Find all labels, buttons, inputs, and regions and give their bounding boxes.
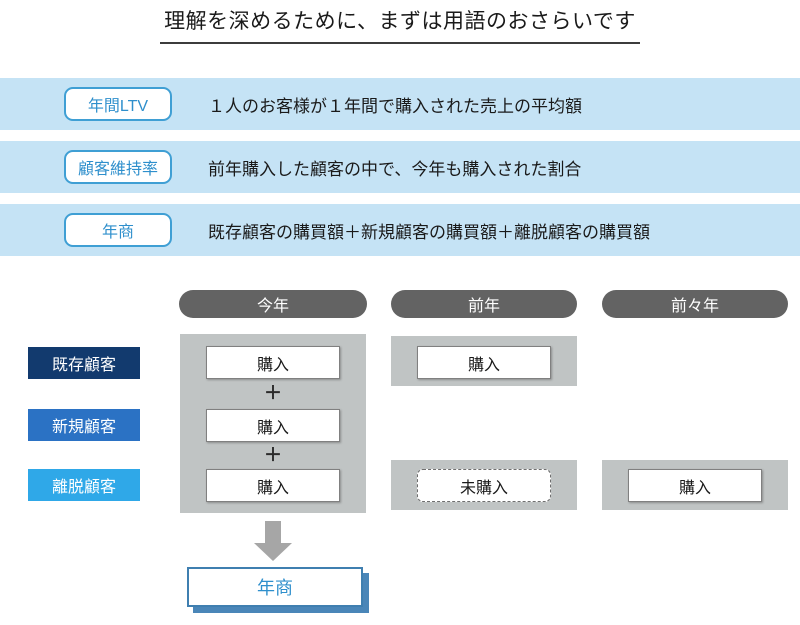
page-title-text: 理解を深めるために、まずは用語のおさらいです [160, 8, 640, 44]
term-description-retention-rate: 前年購入した顧客の中で、今年も購入された割合 [208, 159, 582, 179]
term-badge-annual-sales[interactable]: 年商 [64, 213, 172, 247]
cell-last-year-churned: 未購入 [417, 469, 551, 502]
operator-plus-2: ＋ [264, 445, 282, 465]
year-header-last-year: 前年 [391, 290, 577, 318]
term-badge-retention-rate[interactable]: 顧客維持率 [64, 150, 172, 184]
cell-this-year-churned: 購入 [206, 469, 340, 502]
segment-label-existing-customers: 既存顧客 [28, 347, 140, 379]
cell-last-year-existing: 購入 [417, 346, 551, 379]
glossary-row-retention-rate: 顧客維持率 前年購入した顧客の中で、今年も購入された割合 [0, 141, 800, 193]
cell-this-year-existing: 購入 [206, 346, 340, 379]
result-box-label: 年商 [187, 567, 363, 607]
segment-label-new-customers: 新規顧客 [28, 409, 140, 441]
cell-this-year-new: 購入 [206, 409, 340, 442]
segment-label-churned-customers: 離脱顧客 [28, 469, 140, 501]
glossary-row-annual-ltv: 年間LTV １人のお客様が１年間で購入された売上の平均額 [0, 78, 800, 130]
year-header-this-year: 今年 [179, 290, 367, 318]
page-title: 理解を深めるために、まずは用語のおさらいです [0, 8, 800, 44]
term-description-annual-ltv: １人のお客様が１年間で購入された売上の平均額 [208, 96, 582, 116]
result-annual-sales: 年商 [187, 567, 369, 613]
year-header-two-years-ago: 前々年 [602, 290, 788, 318]
term-badge-annual-ltv[interactable]: 年間LTV [64, 87, 172, 121]
arrow-down-icon [254, 521, 292, 561]
cell-two-years-ago-churned: 購入 [628, 469, 762, 502]
glossary-row-annual-sales: 年商 既存顧客の購買額＋新規顧客の購買額＋離脱顧客の購買額 [0, 204, 800, 256]
operator-plus-1: ＋ [264, 383, 282, 403]
term-description-annual-sales: 既存顧客の購買額＋新規顧客の購買額＋離脱顧客の購買額 [208, 222, 650, 242]
